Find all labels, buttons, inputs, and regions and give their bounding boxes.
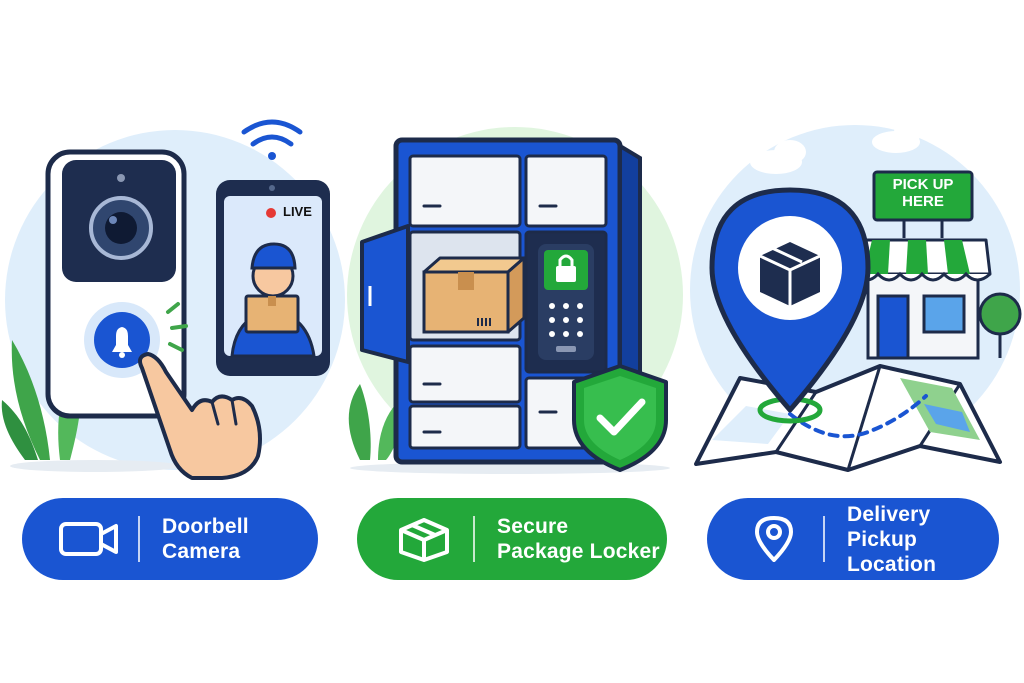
card-title: Doorbell (162, 515, 249, 538)
tree-icon (978, 292, 1022, 358)
secure-package-locker-card[interactable]: Secure Package Locker (357, 498, 667, 580)
doorbell-camera-card[interactable]: Doorbell Camera (22, 498, 318, 580)
location-pin-icon (755, 516, 793, 562)
keypad-lock-panel-icon (538, 244, 594, 360)
smartphone-live-video-icon (216, 180, 330, 376)
card-subtitle: Package Locker (497, 540, 660, 563)
sign-line-1: PICK UP (892, 176, 954, 193)
wifi-signal-icon (241, 119, 303, 160)
card-subtitle: Pickup Location (847, 527, 937, 576)
package-box-icon (399, 518, 449, 562)
card-divider (473, 516, 475, 562)
location-pin-marker-icon (709, 187, 871, 413)
security-shield-check-icon (572, 364, 668, 472)
card-title: Secure (497, 515, 569, 538)
folded-map-icon (694, 364, 1002, 472)
live-indicator-label: LIVE (283, 204, 312, 219)
cloud-icon-left (750, 140, 806, 174)
card-label: Doorbell Camera (162, 514, 249, 564)
card-label: Secure Package Locker (497, 514, 660, 564)
pickup-here-sign-icon (872, 170, 974, 238)
delivery-pickup-location-card[interactable]: Delivery Pickup Location (707, 498, 999, 580)
sign-line-2: HERE (902, 193, 944, 210)
open-locker-door-icon (360, 224, 410, 364)
card-divider (138, 516, 140, 562)
package-box-in-locker-icon (422, 256, 526, 334)
card-divider (823, 516, 825, 562)
card-title: Delivery (847, 502, 931, 526)
pickup-here-sign-text: PICK UP HERE (875, 176, 971, 210)
storefront-icon (854, 238, 992, 360)
cloud-icon-right (872, 121, 922, 153)
card-subtitle: Camera (162, 540, 241, 563)
pointing-hand-icon (138, 352, 262, 480)
video-doorbell-icon (45, 149, 188, 419)
card-label: Delivery Pickup Location (847, 502, 999, 577)
illustration-art (1, 119, 1022, 480)
video-camera-icon (59, 522, 118, 556)
